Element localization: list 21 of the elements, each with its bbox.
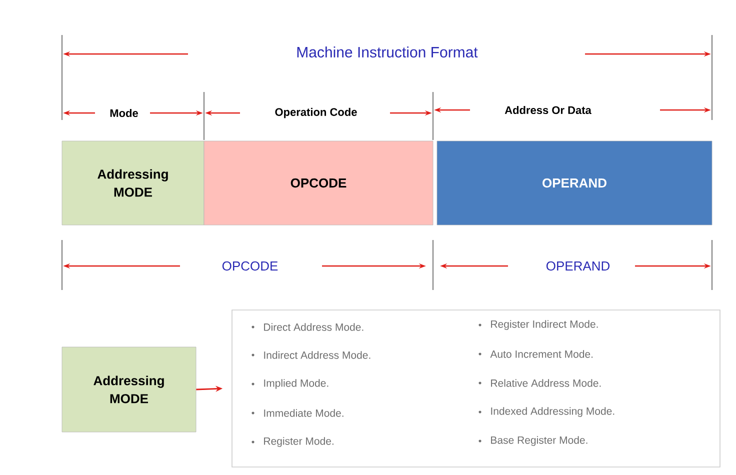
list-item: Base Register Mode. [478,436,588,446]
list-box [232,310,720,468]
dimension-label: Mode [110,108,138,118]
dimension-label: OPCODE [222,261,278,271]
field-box: Addressing MODE [62,140,204,226]
dimension-label: OPERAND [546,261,610,271]
field-box: OPERAND [436,140,712,226]
dimension-label: Address Or Data [504,106,592,114]
list-item: Auto Increment Mode. [478,350,593,358]
list-item: Indexed Addressing Mode. [478,407,614,417]
dimension-label: Operation Code [275,108,357,118]
field-box: OPCODE [204,140,434,226]
list-item: Immediate Mode. [252,409,344,417]
heading: Machine Instruction Format [297,46,478,58]
list-item: Register Mode. [252,437,334,447]
list-item: Relative Address Mode. [478,379,601,387]
list-item: Indirect Address Mode. [252,351,370,359]
list-item: Direct Address Mode. [252,323,364,331]
list-item: Implied Mode. [252,379,328,389]
list-item: Register Indirect Mode. [478,320,598,330]
mode-box: Addressing MODE [62,346,196,432]
